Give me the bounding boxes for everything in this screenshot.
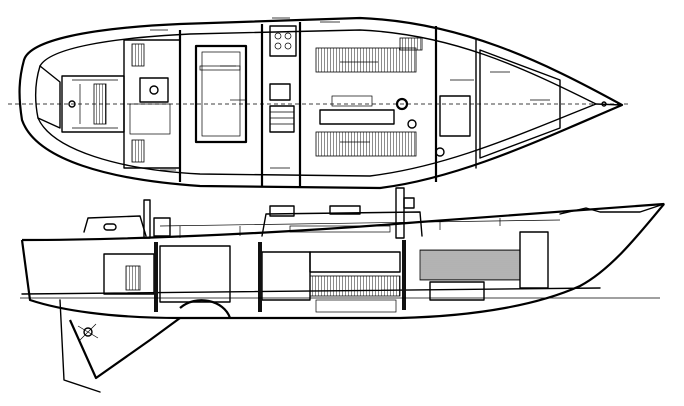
profile-main-cabinhouse <box>261 211 423 237</box>
plan-settee-port <box>315 47 417 73</box>
plan-berth-inner <box>201 51 241 137</box>
plan-wc-fore <box>407 119 417 129</box>
profile-bow-pulpit <box>559 203 665 215</box>
profile-bulkhead-b <box>258 242 262 312</box>
profile-mizzen-mast <box>143 199 151 239</box>
profile-aft-porthole <box>103 223 117 231</box>
profile-fwd-lockers <box>429 281 485 301</box>
profile-lifeline <box>159 219 561 227</box>
profile-dodger <box>269 205 295 217</box>
profile-galley-counter <box>261 251 311 301</box>
plan-annotations <box>150 17 550 171</box>
plan-deck-line <box>34 29 597 177</box>
plan-double-berth <box>194 44 248 144</box>
profile-chain-locker <box>519 231 549 289</box>
profile-fwd-cabin-shelving <box>419 249 521 281</box>
profile-hatch <box>329 205 361 215</box>
profile-floor-drawers <box>315 299 397 313</box>
plan-hanging-locker <box>399 37 423 51</box>
profile-bulkhead-c <box>402 240 406 310</box>
profile-aft-deckhouse <box>83 215 147 237</box>
profile-engine-compartment <box>159 245 231 303</box>
plan-anchor-roller <box>601 101 607 107</box>
profile-keel <box>68 317 181 380</box>
profile-engine <box>179 299 232 319</box>
profile-main-mast-step <box>403 197 415 209</box>
plan-transom <box>37 65 61 129</box>
plan-companionway <box>93 83 107 125</box>
profile-saloon-settee <box>309 275 401 297</box>
profile-propeller <box>83 327 93 337</box>
plan-locker-aft <box>131 139 145 163</box>
profile-bulkhead-a <box>154 242 158 312</box>
profile-saloon-drawers <box>309 251 401 273</box>
plan-locker-aft-2 <box>131 43 145 67</box>
profile-mizzen-base <box>153 217 171 237</box>
profile-rudder <box>59 299 101 393</box>
plan-hull-outline <box>18 16 624 190</box>
plan-forepeak-berth <box>479 49 561 159</box>
profile-main-portholes <box>289 225 391 233</box>
plan-burner-2 <box>284 32 292 40</box>
plan-burner-4 <box>284 42 292 50</box>
plan-head-fore <box>439 95 471 137</box>
plan-galley-stove <box>269 25 297 57</box>
plan-winch-port <box>68 100 76 108</box>
plan-shower <box>129 103 171 135</box>
plan-view <box>8 16 630 190</box>
profile-hull-bottom <box>20 203 665 320</box>
plan-basin-fore <box>435 147 445 157</box>
plan-companion-ladder <box>269 105 295 133</box>
plan-burner-3 <box>274 42 282 50</box>
profile-aft-locker <box>125 265 141 291</box>
plan-cockpit-seats <box>72 79 118 129</box>
profile-view <box>20 187 665 393</box>
plan-berth-drawer <box>199 65 241 71</box>
plan-galley-sink <box>269 83 291 101</box>
plan-ladder-rungs <box>270 111 294 125</box>
plan-head-aft <box>139 77 169 103</box>
plan-saloon-table-2 <box>331 95 373 107</box>
plan-saloon-table <box>319 109 395 125</box>
profile-stanchions <box>179 218 501 238</box>
plan-wc-aft <box>149 85 159 95</box>
profile-main-mast <box>395 187 405 239</box>
plan-mast <box>395 97 409 111</box>
plan-settee-stbd <box>315 131 417 157</box>
profile-sheer-line <box>21 202 665 242</box>
plan-burner-1 <box>274 32 282 40</box>
plan-bow-pulpit <box>595 103 623 106</box>
profile-prop-blades <box>77 323 99 341</box>
